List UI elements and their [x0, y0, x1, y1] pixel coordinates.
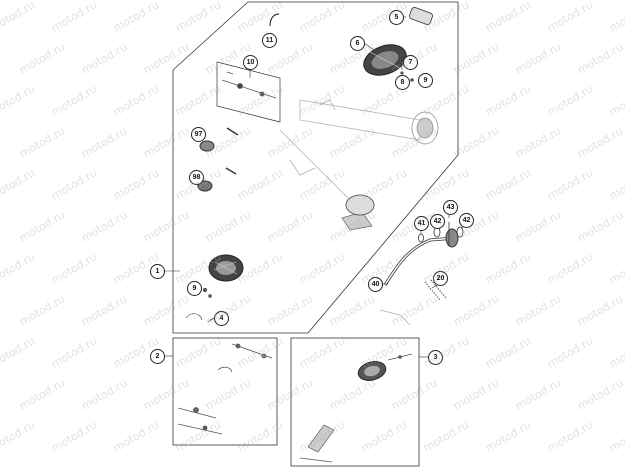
- callout-5: 5: [389, 10, 404, 25]
- callout-20: 20: [433, 271, 448, 286]
- callout-8: 8: [395, 75, 410, 90]
- callout-10: 10: [243, 55, 258, 70]
- callout-40: 40: [368, 277, 383, 292]
- kit-3-parts: [299, 353, 413, 463]
- callout-11: 11: [262, 33, 277, 48]
- front-cone: [341, 194, 375, 231]
- small-parts-9-4: [185, 287, 215, 323]
- part-6-endcap: [363, 44, 407, 76]
- callout-97: 97: [191, 127, 206, 142]
- pipe-flange: [445, 228, 459, 248]
- callout-2: 2: [150, 349, 165, 364]
- part-98: [197, 167, 237, 192]
- kit-10-panel: [216, 61, 281, 123]
- part-11: [269, 13, 280, 27]
- kit-2-parts: [177, 343, 273, 435]
- main-assembly-outline: [172, 1, 459, 334]
- callout-42-right: 42: [459, 213, 474, 228]
- callout-9-top: 9: [418, 73, 433, 88]
- callout-1: 1: [150, 264, 165, 279]
- part-40-pipe-inner: [384, 237, 456, 286]
- callout-3: 3: [428, 350, 443, 365]
- kit-2-outline: [172, 337, 278, 446]
- callout-98: 98: [189, 170, 204, 185]
- callout-7: 7: [403, 55, 418, 70]
- part-97: [199, 127, 239, 152]
- kit-3-outline: [290, 337, 420, 467]
- callout-6: 6: [350, 36, 365, 51]
- callout-4: 4: [214, 311, 229, 326]
- callout-41: 41: [414, 216, 429, 231]
- kit-10-parts: [221, 71, 277, 99]
- callout-43: 43: [443, 200, 458, 215]
- callout-9-bottom: 9: [187, 281, 202, 296]
- silencer-body: [279, 99, 439, 201]
- rear-endcap: [208, 254, 244, 282]
- part-5-clamp: [409, 7, 433, 25]
- callout-42-left: 42: [430, 214, 445, 229]
- lower-bracket: [379, 309, 411, 326]
